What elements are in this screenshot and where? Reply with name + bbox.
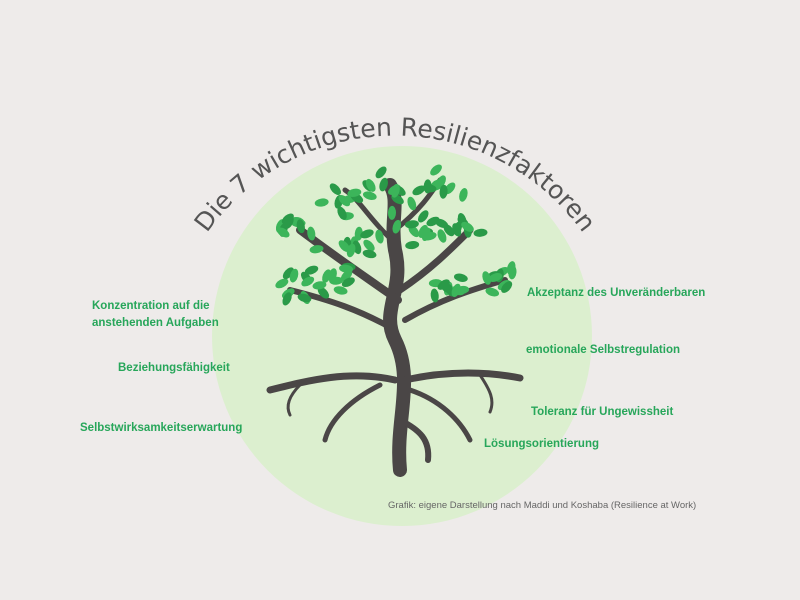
leaf (412, 185, 426, 196)
leaf (407, 196, 417, 211)
factor-label: Toleranz für Ungewissheit (531, 406, 674, 418)
leaf (282, 292, 292, 306)
leaf (340, 269, 353, 282)
leaf (338, 195, 351, 207)
leaf (452, 223, 462, 237)
leaf (284, 215, 294, 229)
leaf (296, 219, 305, 234)
leaf (405, 241, 420, 250)
leaf (275, 278, 289, 289)
leaf (418, 210, 429, 223)
leaf (482, 271, 492, 285)
leaf (430, 164, 442, 176)
leaf (333, 286, 348, 295)
leaf (459, 188, 468, 202)
factor-label: Selbstwirksamkeitserwartung (80, 422, 243, 434)
factor-label: emotionale Selbstregulation (526, 344, 680, 356)
leaf (276, 227, 290, 238)
leaf (426, 216, 440, 227)
factor-label: Akzeptanz des Unveränderbaren (527, 287, 706, 299)
leaf (430, 288, 439, 303)
leaf (309, 245, 324, 254)
leaf (422, 231, 437, 241)
leaf (506, 261, 516, 275)
leaf (338, 240, 350, 252)
leaf (329, 276, 344, 285)
leaf (392, 219, 402, 234)
leaf (488, 273, 503, 282)
leaf (461, 221, 474, 232)
factor-text: anstehenden Aufgaben (92, 317, 219, 329)
leaf (346, 243, 356, 258)
leaf (314, 198, 329, 207)
leaf (304, 265, 319, 275)
leaf (440, 283, 454, 294)
leaf (375, 166, 387, 179)
leaf (360, 229, 374, 239)
leaf (439, 184, 448, 199)
leaf (379, 177, 388, 192)
leaf (362, 249, 377, 259)
leaf (422, 184, 437, 193)
leaf (337, 206, 347, 220)
leaf (387, 205, 396, 220)
factor-label: Lösungsorientierung (484, 438, 599, 450)
leaf (289, 268, 299, 283)
leaf (312, 281, 327, 290)
credit-text: Grafik: eigene Darstellung nach Maddi un… (388, 500, 697, 511)
factor-text: Konzentration auf die (92, 300, 210, 312)
leaf (375, 229, 384, 244)
leaf (297, 293, 312, 303)
factor-label: Konzentration auf die anstehenden Aufgabe… (92, 298, 219, 332)
leaf (341, 277, 355, 288)
leaf (354, 226, 363, 241)
leaf (451, 283, 461, 298)
leaf (485, 287, 500, 297)
leaf (501, 281, 513, 293)
leaf (339, 264, 354, 273)
leaf (365, 178, 376, 192)
leaf (431, 179, 445, 188)
tree-leaves (275, 164, 517, 306)
leaf (317, 287, 330, 299)
leaf (391, 183, 400, 198)
leaf (473, 228, 488, 237)
leaf (363, 239, 375, 252)
leaf (329, 183, 342, 195)
leaf (362, 191, 377, 200)
leaf (282, 267, 294, 280)
factor-label: Beziehungsfähigkeit (118, 362, 230, 374)
leaf (347, 188, 362, 197)
leaf (307, 226, 316, 241)
leaf (453, 273, 468, 282)
leaf (404, 220, 419, 229)
leaf (437, 229, 447, 243)
background-circle (212, 146, 592, 526)
leaf (301, 276, 315, 287)
